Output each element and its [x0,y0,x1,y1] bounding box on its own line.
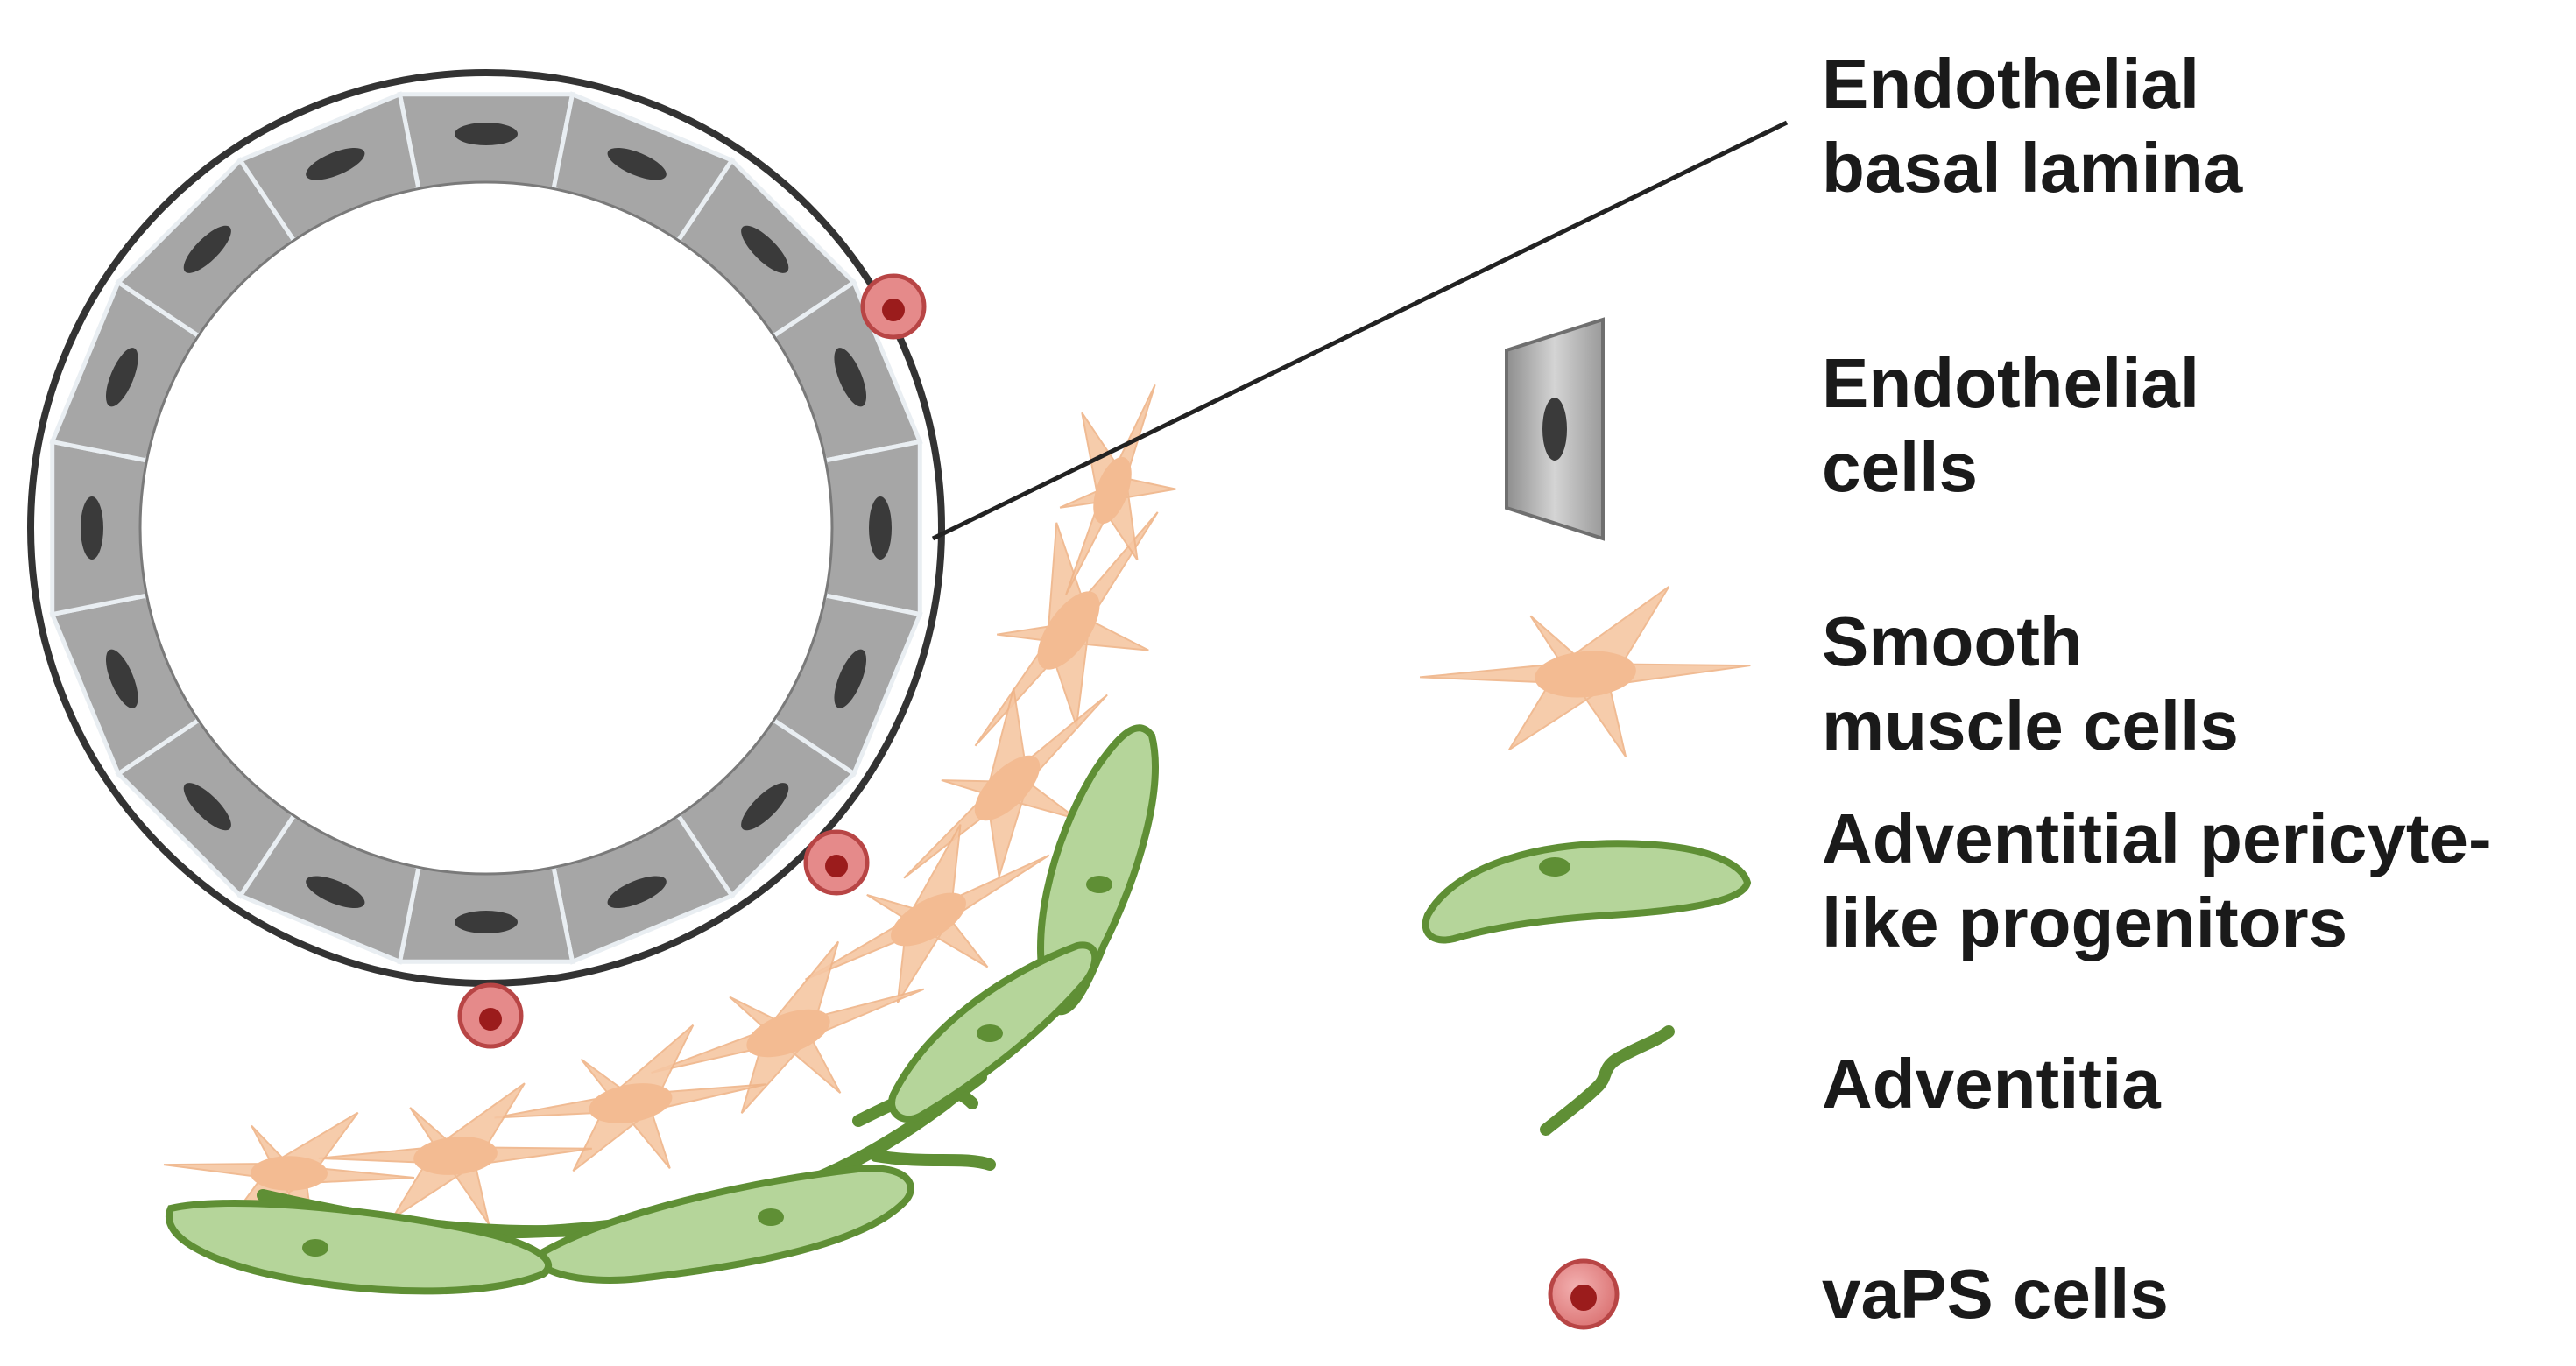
endothelial-nucleus [834,649,867,708]
endothelial-nucleus [306,876,365,909]
smooth-muscle-cells [163,384,1176,1239]
pericyte-nucleus [758,1208,784,1226]
endothelial-nucleus [741,225,789,273]
pericyte-cell [166,1200,552,1295]
smooth-muscle-cell [651,940,925,1114]
pericyte-icon [1422,840,1752,944]
vaps-cell-nucleus [479,1008,502,1031]
legend-label-vaps: vaPS cells [1822,1255,2169,1333]
pericyte-progenitors [166,724,1159,1295]
smooth-muscle-core [1535,651,1636,698]
vaps-cells-on-vessel [457,273,927,1049]
endothelial-nucleus [455,911,518,933]
endothelial-nucleus [306,147,365,180]
smooth-muscle-cell [318,1082,593,1225]
endothelial-nucleus [455,123,518,145]
basal-lamina-pointer-line [931,120,1789,541]
smooth-muscle-core [891,892,966,947]
smooth-muscle-core [589,1083,673,1123]
smooth-muscle-cell [903,687,1108,879]
endothelial-nucleus [81,496,103,560]
pericyte-nucleus [977,1024,1003,1042]
smooth-muscle-core [1093,456,1132,525]
vaps-cell-nucleus [825,855,848,877]
endothelial-nucleus [105,649,138,708]
smooth-muscle-cell-icon [1419,586,1751,757]
smooth-muscle-cell [494,1024,766,1172]
vaps-cell-nucleus [882,299,905,321]
vaps-cell [457,982,524,1049]
vaps-cell [803,829,870,896]
pericyte-nucleus [1086,876,1112,893]
smooth-muscle-cell [974,511,1159,747]
adventitia-fiber [870,1150,996,1171]
vaps-cell [860,273,927,340]
legend-label-pericyte: Adventitial pericyte-like progenitors [1822,799,2492,961]
endothelial-nucleus [741,783,789,831]
adventitia-icon [1540,1025,1675,1136]
smooth-muscle-cell [804,824,1050,1003]
vaps-cell-icon [1548,1258,1620,1330]
vessel-lumen [138,180,834,876]
smooth-muscle-core [251,1156,328,1191]
pericyte-cell [888,941,1099,1123]
endothelial-nucleus [607,147,667,180]
endothelial-cell-icon [1505,317,1605,541]
endothelial-cell [50,439,150,617]
pericyte-body [166,1200,552,1295]
smooth-muscle-core [413,1137,498,1175]
smooth-muscle-icon-shape [1419,586,1751,757]
endothelial-nucleus [869,496,892,560]
legend-label-adventitia: Adventitia [1822,1045,2161,1123]
pericyte-cell [536,1165,914,1284]
endothelial-cell [822,439,922,617]
smooth-muscle-cell [163,1111,415,1239]
endothelial-nucleus [183,225,231,273]
blood-vessel [27,69,945,987]
endothelial-nucleus [105,348,138,407]
smooth-muscle-core [746,1009,830,1058]
endothelial-cell [397,864,575,964]
endothelial-nucleus [183,783,231,831]
endothelial-nucleus [834,348,867,407]
endothelial-nucleus [607,876,667,909]
smooth-muscle-core [974,755,1041,821]
endothelial-ring [49,91,923,965]
smooth-muscle-core [1037,591,1100,670]
smooth-muscle-cell [1059,384,1176,595]
pericyte-body [536,1165,914,1284]
pericyte-nucleus [302,1239,328,1257]
endothelial-cell [397,92,575,192]
